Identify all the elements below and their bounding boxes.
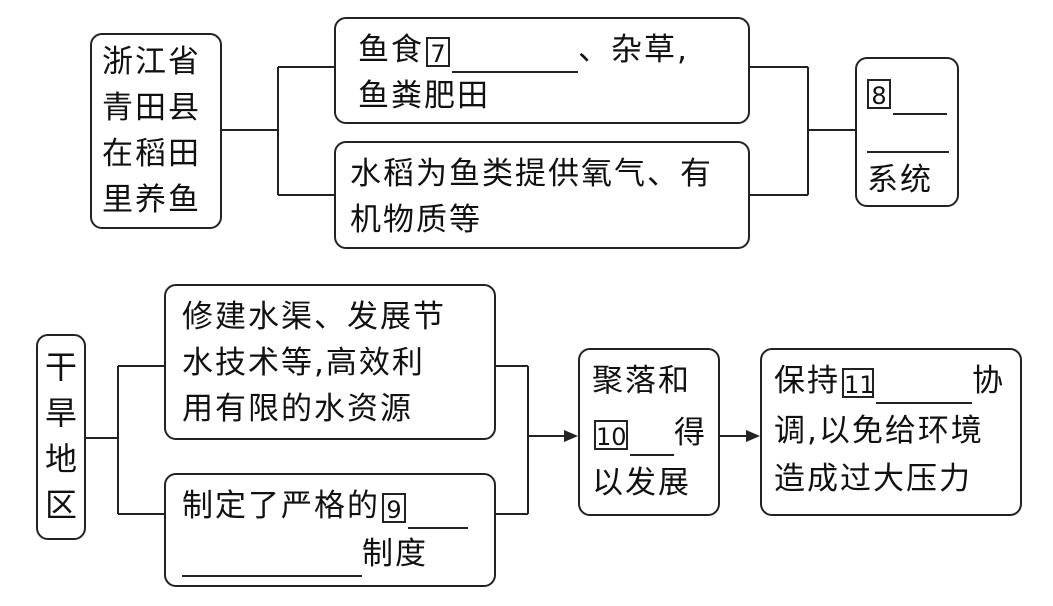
answer-blank-7[interactable] <box>452 37 578 73</box>
arrow-head-2 <box>746 430 760 442</box>
top-box-2: 水稻为鱼类提供氧气、有 机物质等 <box>334 141 750 249</box>
blank-number-10: 10 <box>594 419 628 451</box>
bottom-box-2-post: 制度 <box>362 536 428 572</box>
top-left-line-3: 在稻田 <box>102 136 201 172</box>
top-box-1-post: 、杂草, <box>578 32 689 68</box>
bottom-mid-line-1: 聚落和 <box>592 363 691 399</box>
bottom-box-1-line-3: 用有限的水资源 <box>182 391 413 427</box>
top-box-1-line-2: 鱼粪肥田 <box>358 78 490 114</box>
top-left-box: 浙江省 青田县 在稻田 里养鱼 <box>90 33 222 229</box>
answer-blank-11[interactable] <box>876 368 972 404</box>
top-left-line-4: 里养鱼 <box>102 182 201 218</box>
top-right-box: 8 系统 <box>855 57 959 207</box>
bottom-box-2-pre: 制定了严格的 <box>182 488 380 524</box>
bottom-right-line-2: 调,以免给环境 <box>774 413 984 449</box>
bottom-left-text: 干旱地区 <box>44 348 77 524</box>
answer-blank-8b[interactable] <box>867 121 949 153</box>
answer-blank-8a[interactable] <box>893 79 947 115</box>
bottom-mid-line-3: 以发展 <box>592 465 691 501</box>
blank-number-7: 7 <box>426 36 450 68</box>
top-box-2-line-2: 机物质等 <box>350 202 482 238</box>
top-box-2-line-1: 水稻为鱼类提供氧气、有 <box>350 156 713 192</box>
top-box-1-pre: 鱼食 <box>358 32 424 68</box>
answer-blank-9a[interactable] <box>408 493 468 529</box>
bottom-box-1-line-1: 修建水渠、发展节 <box>182 299 446 335</box>
bottom-right-pre: 保持 <box>774 363 840 399</box>
arrow-head-1 <box>564 430 578 442</box>
bottom-mid-box: 聚落和 10 得 以发展 <box>578 348 720 516</box>
bottom-box-2-line-2: 制度 <box>182 531 428 577</box>
bottom-box-1: 修建水渠、发展节 水技术等,高效利 用有限的水资源 <box>164 284 496 440</box>
bottom-left-box: 干旱地区 <box>36 334 86 540</box>
bottom-mid-line-2: 10 得 <box>592 410 707 456</box>
answer-blank-9b[interactable] <box>182 541 362 577</box>
top-left-line-1: 浙江省 <box>102 44 201 80</box>
top-left-line-2: 青田县 <box>102 90 201 126</box>
answer-blank-10[interactable] <box>630 420 674 456</box>
bottom-mid-post: 得 <box>674 415 707 451</box>
bottom-right-post: 协 <box>972 363 1005 399</box>
blank-number-8: 8 <box>867 78 891 110</box>
top-right-line-1: 8 <box>865 69 947 115</box>
bottom-box-1-line-2: 水技术等,高效利 <box>182 345 425 381</box>
blank-number-9: 9 <box>382 492 406 524</box>
blank-number-11: 11 <box>842 367 875 399</box>
top-right-text: 系统 <box>867 162 933 198</box>
bottom-right-line-3: 造成过大压力 <box>774 461 972 497</box>
